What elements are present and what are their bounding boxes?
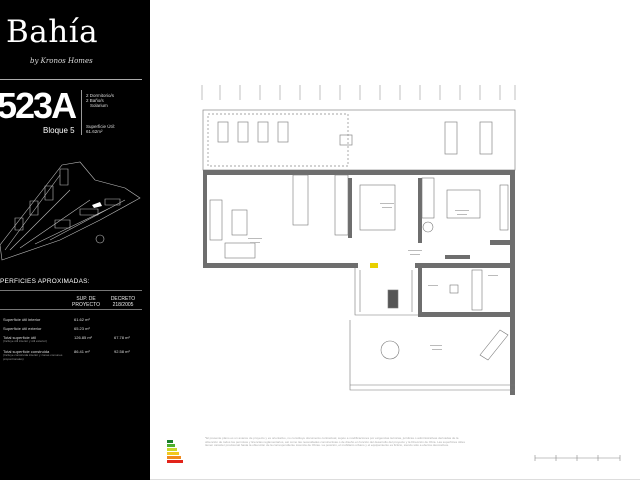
rooms-solarium: Solarium [90, 103, 108, 108]
roof-railing [201, 85, 516, 100]
row-project: 86.41 m² [74, 349, 90, 354]
row-project: 126.85 m² [74, 335, 93, 340]
row-decree: 92.58 m² [114, 349, 130, 354]
useful-surface-label: Superficie Útil: [86, 124, 116, 129]
floor-plan [167, 85, 621, 463]
solarium [202, 109, 516, 171]
surfaces-title: PERFICIES APROXIMADAS: [0, 278, 90, 285]
useful-surface: Superficie Útil: 61.62m² [86, 124, 115, 134]
room-labels [248, 203, 498, 350]
unit-code: 523A [0, 85, 77, 126]
interior-lines [209, 174, 515, 391]
highlighted-building [92, 202, 102, 208]
row-label: Superficie útil interior [3, 317, 41, 322]
rooms-bedrooms: 2 Dormitorio/s [86, 93, 115, 98]
entrance-marker [370, 263, 378, 268]
info-panel: Bahía by Kronos Homes 523A 2 Dormitorio/… [0, 0, 150, 480]
row-label: Total superficie útil [3, 335, 36, 340]
unit-rooms: 2 Dormitorio/s 2 Baño/s Solarium [86, 93, 114, 108]
unit-block: Bloque 5 [43, 126, 75, 135]
divider [0, 290, 142, 291]
header-decree: DECRETO 218/2005 [110, 296, 136, 308]
legal-disclaimer: *El presente plano es un avance de proye… [205, 436, 465, 448]
row-note: (Incluye útil interior y útil exterior) [3, 339, 48, 343]
row-project: 61.62 m² [74, 317, 90, 322]
row-label: Total superficie construida [3, 349, 50, 354]
row-project: 65.23 m² [74, 326, 90, 331]
useful-surface-value: 61.62m² [86, 129, 103, 134]
scale-bar [534, 455, 621, 461]
brand-logo: Bahía [6, 14, 99, 50]
energy-rating-icon [167, 440, 183, 463]
row-label: Superficie útil exterior [3, 326, 42, 331]
divider [81, 90, 82, 135]
header-project: SUP. DE PROYECTO [72, 296, 100, 308]
site-map [0, 161, 141, 261]
brand-byline: by Kronos Homes [30, 57, 93, 65]
divider [0, 309, 142, 310]
walls [203, 170, 515, 395]
rooms-bathrooms: 2 Baño/s [86, 98, 104, 103]
divider [0, 79, 142, 80]
row-decree: 67.78 m² [114, 335, 130, 340]
row-note: (Incluye construida interior y zonas com… [3, 353, 63, 361]
